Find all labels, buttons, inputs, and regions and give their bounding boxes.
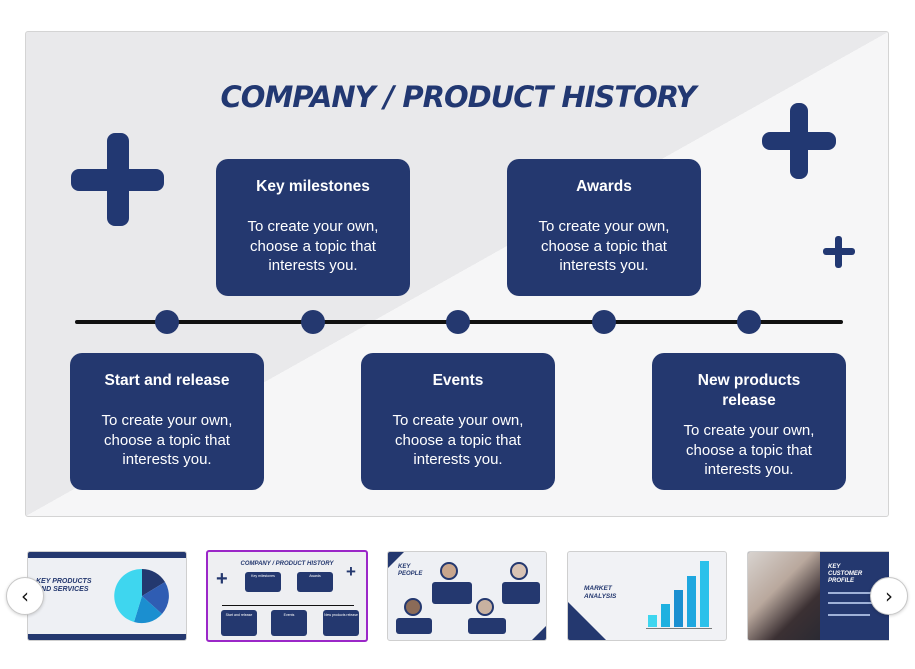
plus-icon: + <box>216 568 228 590</box>
card-text: To create your own, choose a topic that … <box>392 412 524 468</box>
previous-button[interactable]: ‹ <box>6 577 44 615</box>
timeline-dot <box>737 310 761 334</box>
card-title: New products release <box>697 372 801 409</box>
plus-icon: + <box>346 562 356 581</box>
slide-canvas[interactable]: COMPANY / PRODUCT HISTORY Key milestones… <box>25 31 889 517</box>
thumbnail-company-history[interactable]: COMPANY / PRODUCT HISTORY + + Key milest… <box>206 550 368 642</box>
avatar <box>404 598 422 616</box>
chevron-right-icon: › <box>885 584 893 608</box>
thumbnail-title: MARKET ANALYSIS <box>584 585 617 600</box>
next-button[interactable]: › <box>870 577 908 615</box>
avatar <box>440 562 458 580</box>
plus-icon-large-left <box>71 133 164 226</box>
thumb-card-label: Events <box>283 613 295 617</box>
plus-icon-small <box>823 236 855 268</box>
card-new-products-release[interactable]: New products release To create your own,… <box>652 353 846 490</box>
chevron-left-icon: ‹ <box>21 584 29 608</box>
pie-chart-icon <box>114 568 169 624</box>
thumbnail-key-products[interactable]: KEY PRODUCTS AND SERVICES <box>27 551 187 641</box>
timeline-dot <box>155 310 179 334</box>
thumbnail-key-people[interactable]: KEY PEOPLE <box>387 551 547 641</box>
thumb-card-label: Key milestones <box>251 574 275 578</box>
avatar <box>510 562 528 580</box>
thumbnail-title: KEY CUSTOMER PROFILE <box>828 564 863 584</box>
card-events[interactable]: Events To create your own, choose a topi… <box>361 353 555 490</box>
timeline-dot <box>446 310 470 334</box>
card-title: Awards <box>576 178 632 195</box>
plus-icon-right <box>762 103 836 179</box>
card-title: Events <box>432 372 484 389</box>
thumbnail-title: KEY PEOPLE <box>398 564 423 577</box>
thumb-card-label: Start and release <box>225 613 253 617</box>
card-title: Start and release <box>104 372 230 389</box>
thumbnail-title: KEY PRODUCTS AND SERVICES <box>36 578 92 593</box>
thumbnail-key-customer-profile[interactable]: KEY CUSTOMER PROFILE <box>747 551 889 641</box>
timeline-dot <box>592 310 616 334</box>
thumb-card-label: Awards <box>309 574 321 578</box>
slide-title[interactable]: COMPANY / PRODUCT HISTORY <box>220 80 697 114</box>
card-title: Key milestones <box>256 178 370 195</box>
thumbnail-strip: KEY PRODUCTS AND SERVICES COMPANY / PROD… <box>0 545 915 645</box>
card-text: To create your own, choose a topic that … <box>683 422 815 478</box>
timeline-dot <box>301 310 325 334</box>
card-start-and-release[interactable]: Start and release To create your own, ch… <box>70 353 264 490</box>
thumbnail-title: COMPANY / PRODUCT HISTORY <box>240 561 334 567</box>
thumb-card-label: New products release <box>324 613 358 617</box>
card-key-milestones[interactable]: Key milestones To create your own, choos… <box>216 159 410 296</box>
card-text: To create your own, choose a topic that … <box>247 218 379 274</box>
card-text: To create your own, choose a topic that … <box>101 412 233 468</box>
photo-image <box>748 552 820 640</box>
thumbnail-market-analysis[interactable]: MARKET ANALYSIS <box>567 551 727 641</box>
avatar <box>476 598 494 616</box>
card-text: To create your own, choose a topic that … <box>538 218 670 274</box>
card-awards[interactable]: Awards To create your own, choose a topi… <box>507 159 701 296</box>
